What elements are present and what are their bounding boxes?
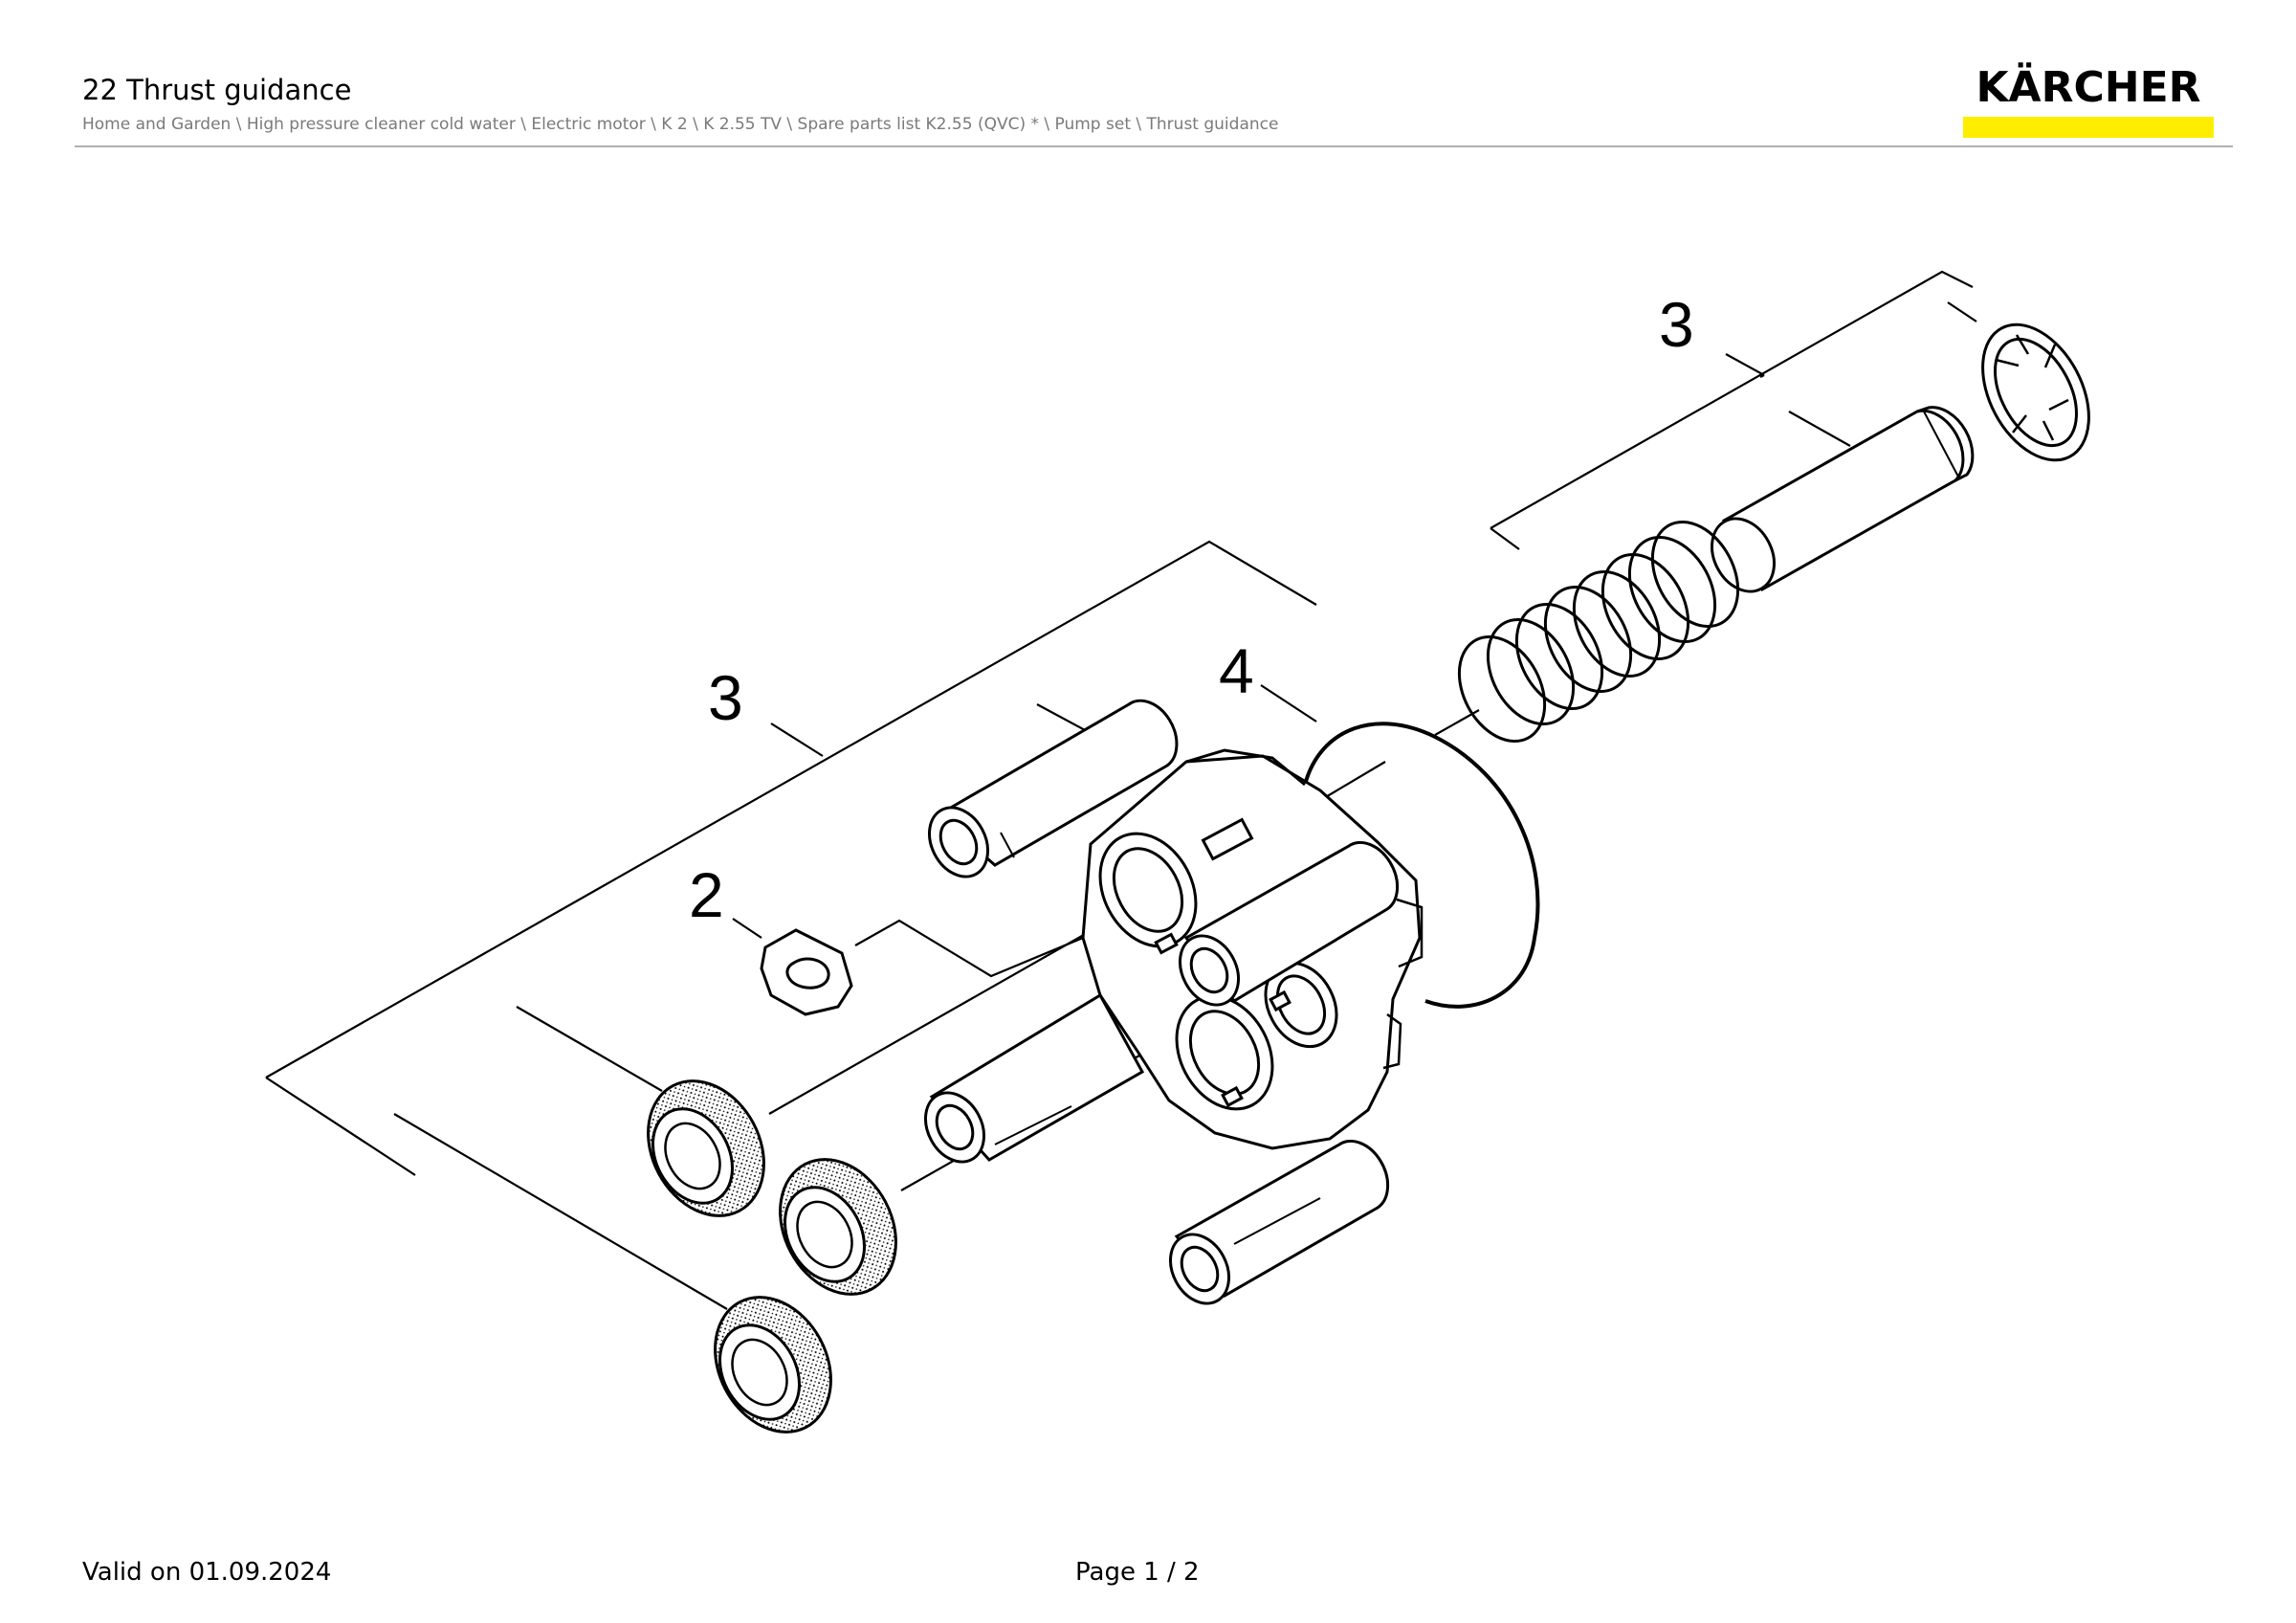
- valid-date: Valid on 01.09.2024: [82, 1558, 332, 1587]
- leader-lines: [265, 270, 1977, 1310]
- spring-part: [1457, 520, 1740, 744]
- callout-4: 4: [1219, 635, 1254, 706]
- leader-bearing-3: [393, 1113, 728, 1310]
- leader-center-shaft: [1323, 761, 1386, 799]
- leader-ring: [1947, 301, 1977, 322]
- callout-3-top: 3: [1659, 289, 1694, 360]
- bracket-top-right-main: [1490, 270, 1974, 529]
- thrust-arm-center: [1179, 840, 1400, 1007]
- bracket-left-main: [265, 540, 1317, 1078]
- bearing-part-2: [779, 1158, 897, 1296]
- leader-2: [732, 918, 762, 939]
- header-divider: [75, 145, 2233, 147]
- bracket-top-right: [1490, 527, 1520, 550]
- leader-cylinder: [1788, 411, 1851, 447]
- leader-bearing-1: [516, 1006, 663, 1092]
- bracket-left-tail: [265, 1077, 416, 1176]
- karcher-logo: KÄRCHER: [1963, 65, 2214, 138]
- leader-bearing-2a: [768, 923, 1103, 1115]
- retaining-ring-part: [1981, 322, 2090, 462]
- leader-4: [1260, 684, 1317, 723]
- page-indicator: Page 1 / 2: [1075, 1558, 1200, 1587]
- thrust-arm-top: [928, 699, 1179, 878]
- page-title: 22 Thrust guidance: [82, 74, 352, 106]
- o-ring-part: [1303, 722, 1540, 1009]
- thrust-arm-bottom-left: [924, 992, 1145, 1164]
- leader-3-left: [770, 723, 824, 757]
- bearing-part-1: [647, 1079, 765, 1217]
- logo-yellow-bar: [1963, 117, 2214, 138]
- breadcrumb: Home and Garden \ High pressure cleaner …: [82, 115, 1279, 134]
- callout-2: 2: [689, 859, 724, 930]
- piston-part: [1711, 406, 1975, 593]
- leader-3-top: [1725, 353, 1765, 376]
- bushing-part: [760, 928, 853, 1016]
- leader-pin-top: [1036, 703, 1088, 732]
- bearing-part-3: [714, 1296, 832, 1434]
- logo-wordmark: KÄRCHER: [1976, 63, 2201, 112]
- callout-3-left: 3: [708, 662, 743, 733]
- thrust-arm-bottom: [1169, 1139, 1390, 1305]
